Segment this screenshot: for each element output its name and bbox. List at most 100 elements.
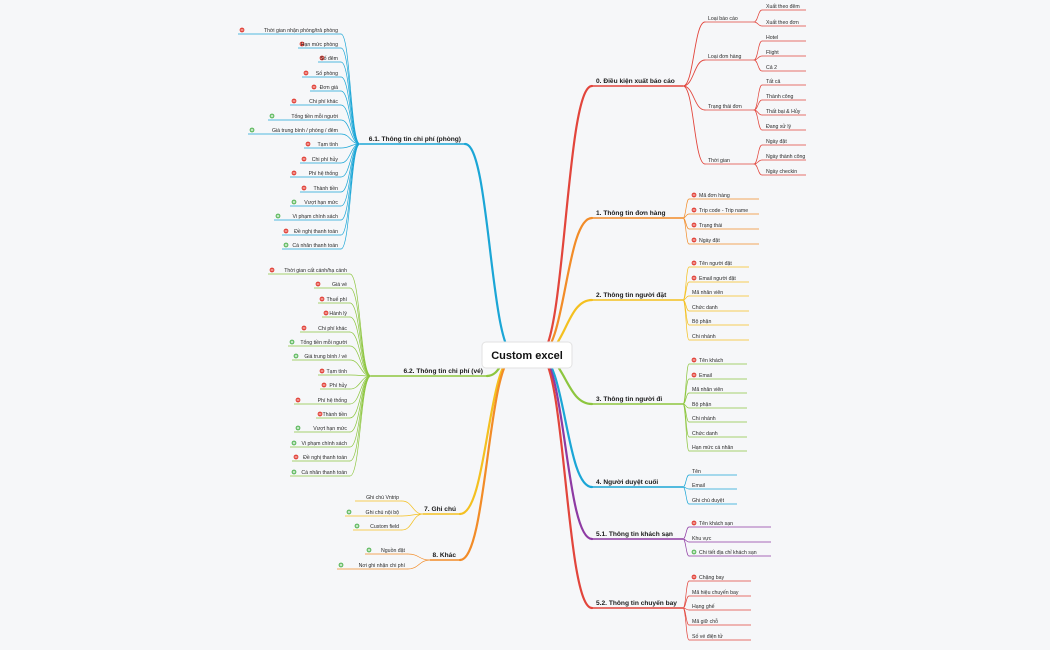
leaf-label: Phí hệ thống bbox=[309, 171, 339, 177]
plus-icon[interactable] bbox=[354, 523, 360, 529]
minus-icon[interactable] bbox=[311, 84, 317, 90]
plus-icon[interactable] bbox=[295, 425, 301, 431]
leaf-label: Vượt hạn mức bbox=[313, 426, 347, 432]
root-node[interactable]: Custom excel bbox=[481, 341, 573, 369]
link bbox=[682, 580, 690, 609]
branch-label: 8. Khác bbox=[433, 552, 457, 559]
minus-icon[interactable] bbox=[299, 41, 305, 47]
leaf-label: Bộ phận bbox=[692, 402, 711, 408]
minus-icon[interactable] bbox=[691, 222, 697, 228]
leaf-label: Phí hệ thống bbox=[318, 398, 348, 404]
plus-icon[interactable] bbox=[249, 127, 255, 133]
leaf-label: Mã nhân viên bbox=[692, 290, 723, 296]
minus-icon[interactable] bbox=[691, 574, 697, 580]
link bbox=[753, 84, 763, 111]
leaf-label: Mã hiệu chuyến bay bbox=[692, 590, 739, 596]
minus-icon[interactable] bbox=[691, 275, 697, 281]
minus-icon[interactable] bbox=[319, 55, 325, 61]
minus-icon[interactable] bbox=[319, 368, 325, 374]
branch-label: 3. Thông tin người đi bbox=[596, 396, 662, 403]
minus-icon[interactable] bbox=[691, 237, 697, 243]
plus-icon[interactable] bbox=[338, 562, 344, 568]
leaf-label: Hạng ghế bbox=[692, 604, 715, 610]
plus-icon[interactable] bbox=[269, 113, 275, 119]
minus-icon[interactable] bbox=[319, 296, 325, 302]
minus-icon[interactable] bbox=[317, 411, 323, 417]
link bbox=[753, 59, 763, 72]
leaf-label: Thành tiền bbox=[322, 412, 347, 418]
minus-icon[interactable] bbox=[295, 397, 301, 403]
link bbox=[682, 85, 706, 111]
branch-label: 5.1. Thông tin khách sạn bbox=[596, 531, 673, 538]
minus-icon[interactable] bbox=[305, 141, 311, 147]
leaf-label: Cá nhân thanh toán bbox=[292, 243, 338, 249]
link bbox=[340, 143, 361, 236]
minus-icon[interactable] bbox=[303, 70, 309, 76]
branch-label: 4. Người duyệt cuối bbox=[596, 478, 658, 486]
minus-icon[interactable] bbox=[283, 228, 289, 234]
minus-icon[interactable] bbox=[321, 382, 327, 388]
leaf-label: Mã nhân viên bbox=[692, 387, 723, 393]
minus-icon[interactable] bbox=[301, 185, 307, 191]
minus-icon[interactable] bbox=[691, 192, 697, 198]
leaf-label: Chi nhánh bbox=[692, 416, 716, 422]
leaf-label: Ngày đặt bbox=[766, 139, 787, 145]
minus-icon[interactable] bbox=[691, 260, 697, 266]
plus-icon[interactable] bbox=[283, 242, 289, 248]
leaf-label: Giá trung bình / vé bbox=[304, 354, 347, 360]
link bbox=[401, 513, 424, 531]
leaf-label: Vi phạm chính sách bbox=[293, 214, 339, 220]
plus-icon[interactable] bbox=[291, 199, 297, 205]
link bbox=[340, 133, 361, 145]
minus-icon[interactable] bbox=[691, 520, 697, 526]
root-node-label: Custom excel bbox=[491, 350, 563, 362]
leaf-label: Chặng bay bbox=[699, 575, 724, 581]
link bbox=[682, 526, 690, 540]
leaf-label: Ghi chú Vntrip bbox=[366, 495, 399, 501]
plus-icon[interactable] bbox=[366, 547, 372, 553]
leaf-label: Tất cả bbox=[766, 79, 781, 85]
leaf-label: Thành tiền bbox=[313, 186, 338, 192]
plus-icon[interactable] bbox=[346, 509, 352, 515]
minus-icon[interactable] bbox=[691, 372, 697, 378]
minus-icon[interactable] bbox=[315, 281, 321, 287]
minus-icon[interactable] bbox=[691, 207, 697, 213]
minus-icon[interactable] bbox=[291, 170, 297, 176]
leaf-label: Mã đơn hàng bbox=[699, 193, 730, 199]
leaf-label: Thời gian cất cánh/hạ cánh bbox=[284, 268, 347, 274]
minus-icon[interactable] bbox=[691, 357, 697, 363]
minus-icon[interactable] bbox=[301, 325, 307, 331]
leaf-label: Thuế phí bbox=[327, 297, 348, 303]
minus-icon[interactable] bbox=[293, 454, 299, 460]
plus-icon[interactable] bbox=[275, 213, 281, 219]
link bbox=[682, 595, 690, 609]
link bbox=[349, 345, 372, 377]
plus-icon[interactable] bbox=[291, 469, 297, 475]
link bbox=[753, 99, 763, 111]
link bbox=[682, 299, 690, 341]
minus-icon[interactable] bbox=[301, 156, 307, 162]
plus-icon[interactable] bbox=[289, 339, 295, 345]
link bbox=[753, 9, 763, 23]
plus-icon[interactable] bbox=[691, 549, 697, 555]
plus-icon[interactable] bbox=[293, 353, 299, 359]
minus-icon[interactable] bbox=[239, 27, 245, 33]
leaf-label: Tạm tính bbox=[318, 142, 339, 148]
link bbox=[682, 266, 690, 301]
minus-icon[interactable] bbox=[269, 267, 275, 273]
leaf-label: Tổng tiền mỗi người bbox=[300, 339, 347, 346]
link bbox=[340, 61, 361, 145]
leaf-label: Chi phí khác bbox=[309, 99, 338, 105]
leaf-label: Số vé điện tử bbox=[692, 633, 723, 640]
leaf-label: Chi nhánh bbox=[692, 334, 716, 340]
link bbox=[407, 559, 431, 570]
minus-icon[interactable] bbox=[323, 310, 329, 316]
root-node-box bbox=[481, 341, 573, 369]
leaf-label: Tên bbox=[692, 469, 701, 475]
plus-icon[interactable] bbox=[291, 440, 297, 446]
link bbox=[340, 33, 361, 145]
minus-icon[interactable] bbox=[291, 98, 297, 104]
link bbox=[349, 287, 372, 377]
link bbox=[682, 607, 690, 641]
